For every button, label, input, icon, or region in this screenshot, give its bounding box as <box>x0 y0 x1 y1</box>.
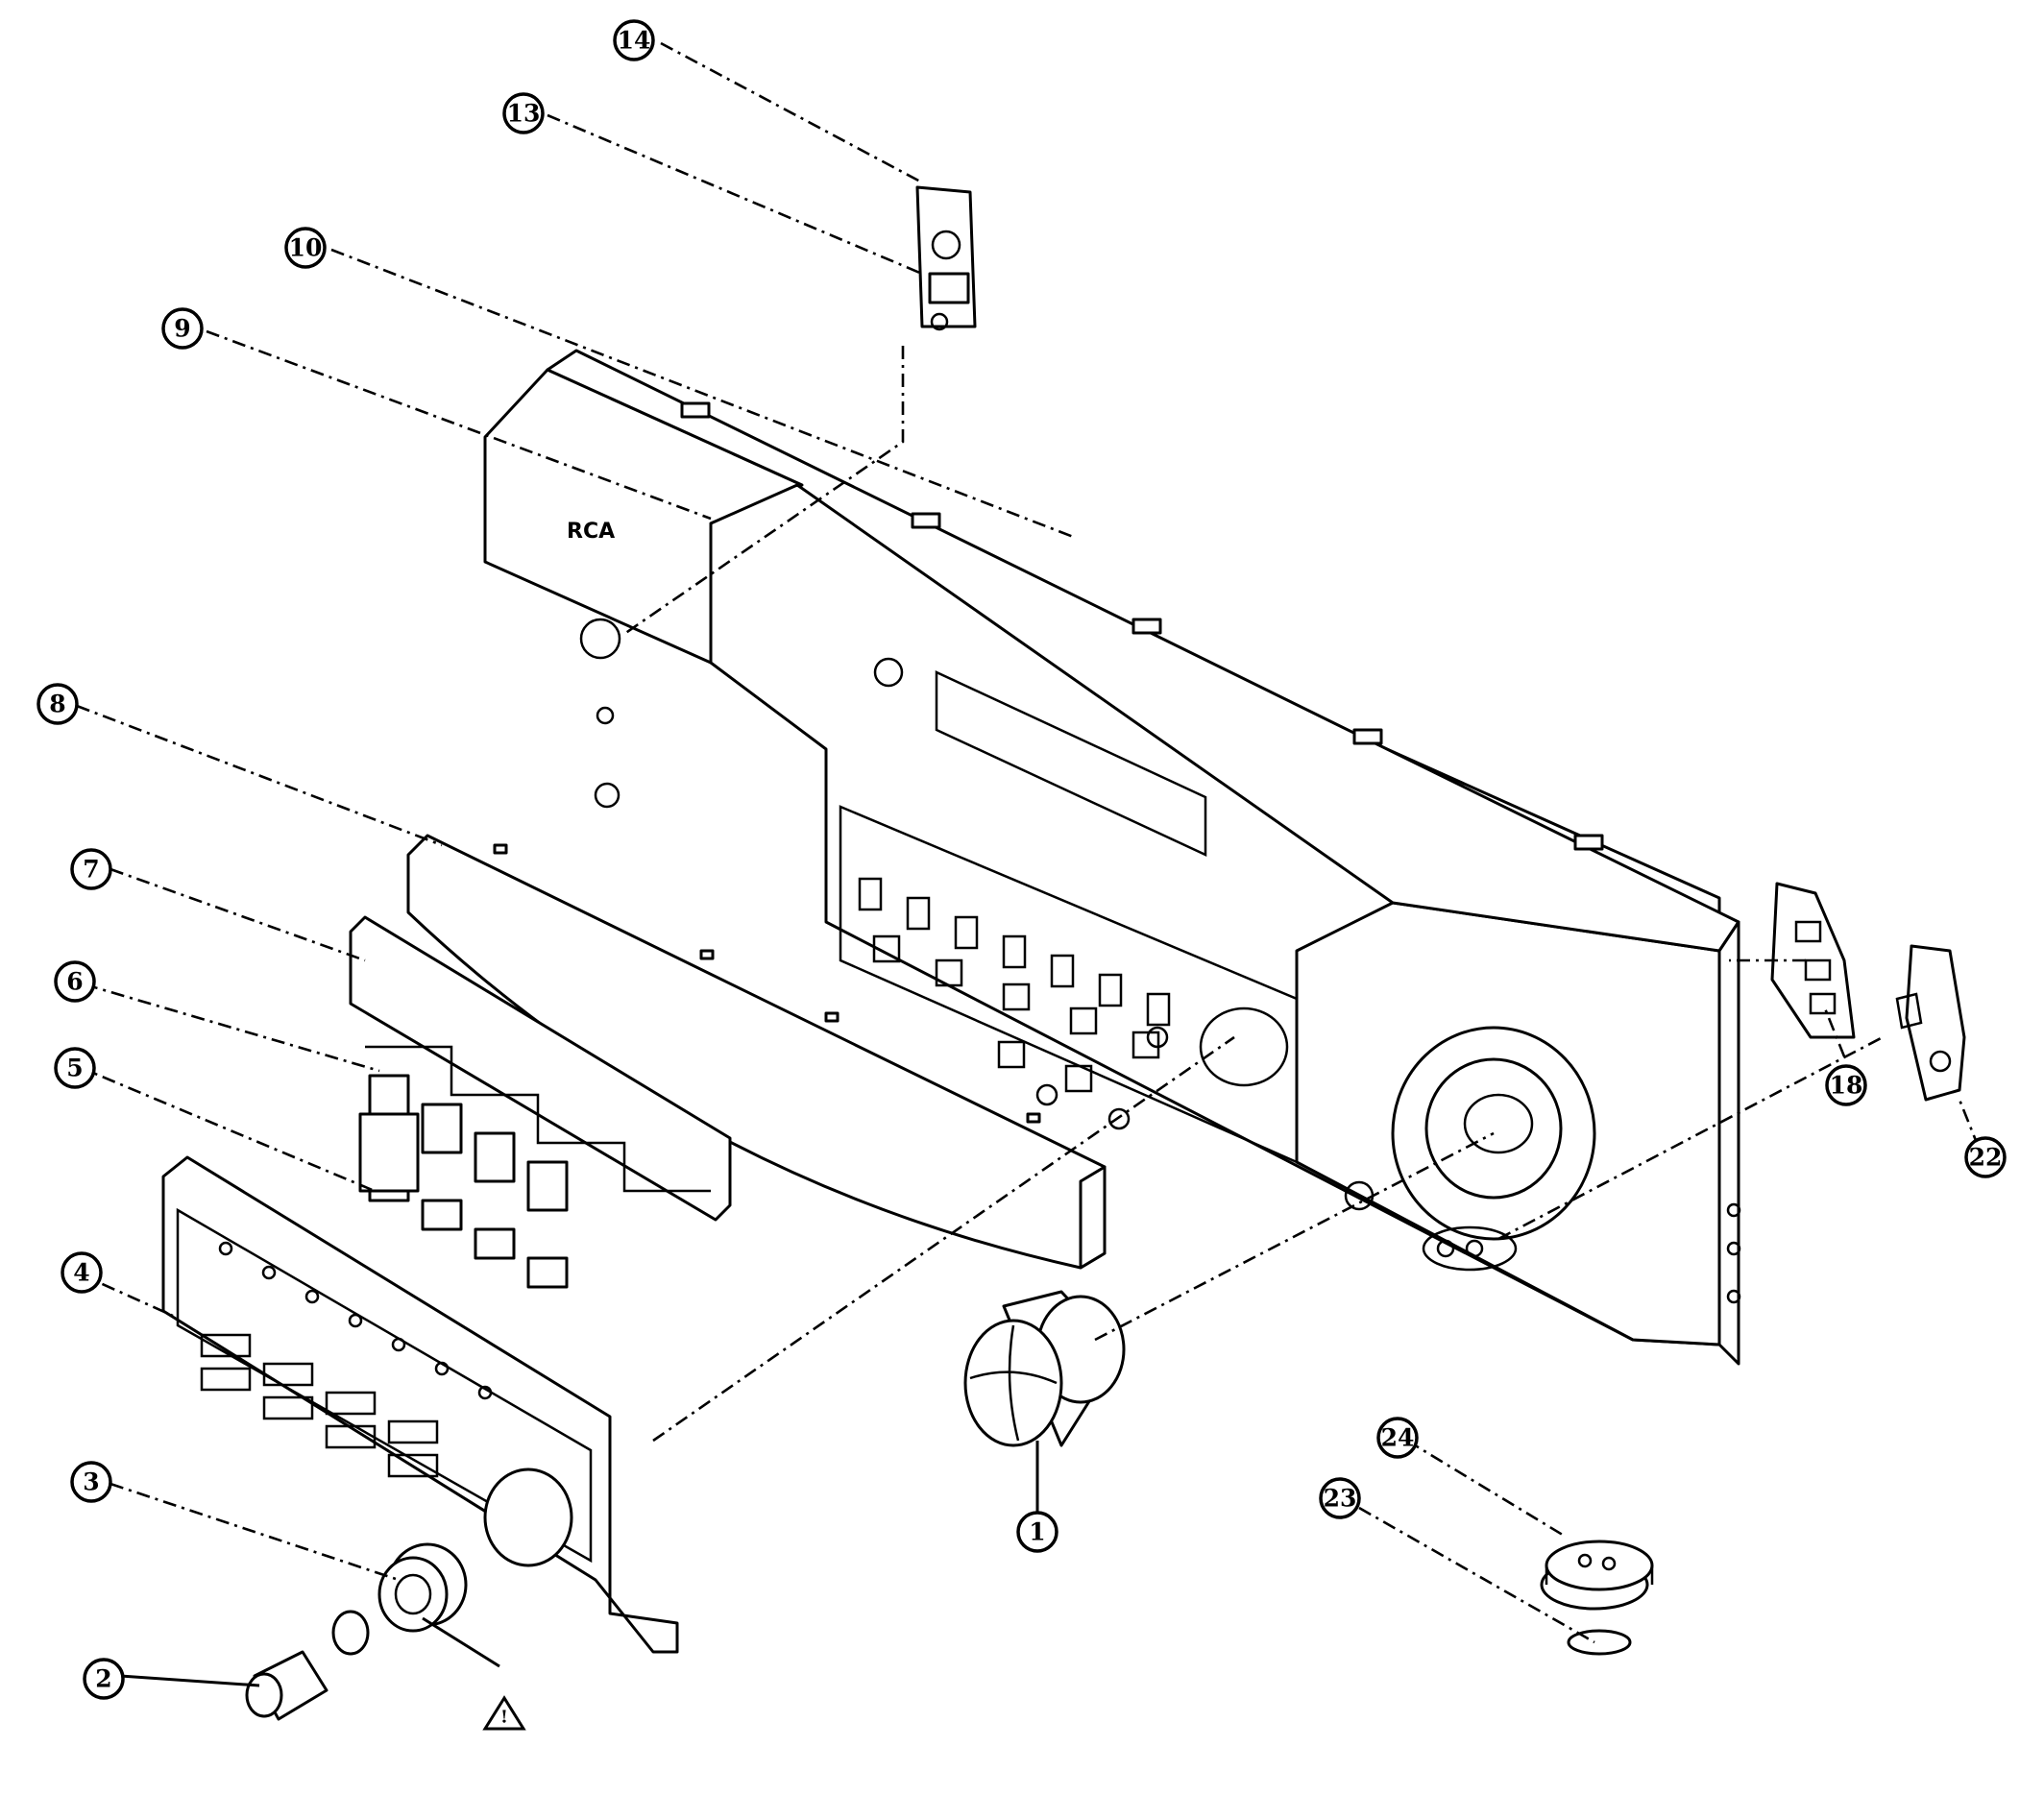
callout-14: 14 <box>613 19 655 61</box>
callout-8-label: 8 <box>49 691 65 718</box>
callout-24: 24 <box>1376 1417 1419 1459</box>
warning-symbol: ! <box>500 1708 508 1728</box>
callout-22: 22 <box>1964 1136 2007 1178</box>
callout-18-label: 18 <box>1830 1072 1863 1100</box>
front-bezel <box>161 1155 679 1654</box>
callout-6-label: 6 <box>66 968 83 996</box>
callout-3-label: 3 <box>83 1468 99 1496</box>
shaft-part <box>245 1610 370 1721</box>
leader-lines <box>76 41 1981 1644</box>
callout-3: 3 <box>70 1461 112 1503</box>
front-cabinet: RCA <box>483 349 1741 1366</box>
top-bracket-part <box>915 185 977 331</box>
large-knob-part <box>963 1290 1126 1447</box>
switch-assembly <box>349 915 732 1289</box>
callout-4: 4 <box>61 1251 103 1294</box>
callout-2-label: 2 <box>95 1665 111 1693</box>
callout-10: 10 <box>284 227 327 269</box>
callout-13: 13 <box>502 92 545 134</box>
callout-9: 9 <box>161 307 204 350</box>
callout-14-label: 14 <box>618 27 651 55</box>
callout-24-label: 24 <box>1381 1424 1415 1452</box>
callout-23-label: 23 <box>1324 1485 1357 1513</box>
brand-mark: RCA <box>567 520 615 544</box>
foot-part <box>1540 1540 1654 1656</box>
callout-9-label: 9 <box>174 315 190 343</box>
solid-leaders <box>119 1076 1851 1687</box>
right-switch-part <box>1770 882 1856 1039</box>
right-small-switch-part <box>1895 944 1966 1102</box>
callout-7-label: 7 <box>83 856 99 884</box>
callout-7: 7 <box>70 848 112 890</box>
callout-5-label: 5 <box>66 1055 83 1082</box>
callout-1-label: 1 <box>1029 1518 1045 1546</box>
callout-8: 8 <box>36 683 79 725</box>
callout-10-label: 10 <box>289 234 323 262</box>
callout-4-label: 4 <box>73 1259 89 1287</box>
callout-13-label: 13 <box>507 100 541 128</box>
trim-bar <box>406 834 1107 1270</box>
callout-18: 18 <box>1825 1064 1867 1106</box>
callout-2: 2 <box>83 1658 125 1700</box>
callout-5: 5 <box>54 1047 96 1089</box>
callout-6: 6 <box>54 960 96 1003</box>
callout-1: 1 <box>1016 1511 1058 1553</box>
knob-ring-part <box>377 1542 468 1633</box>
callout-23: 23 <box>1319 1477 1361 1519</box>
warning-icon: ! <box>482 1695 526 1731</box>
callout-22-label: 22 <box>1969 1144 2003 1172</box>
